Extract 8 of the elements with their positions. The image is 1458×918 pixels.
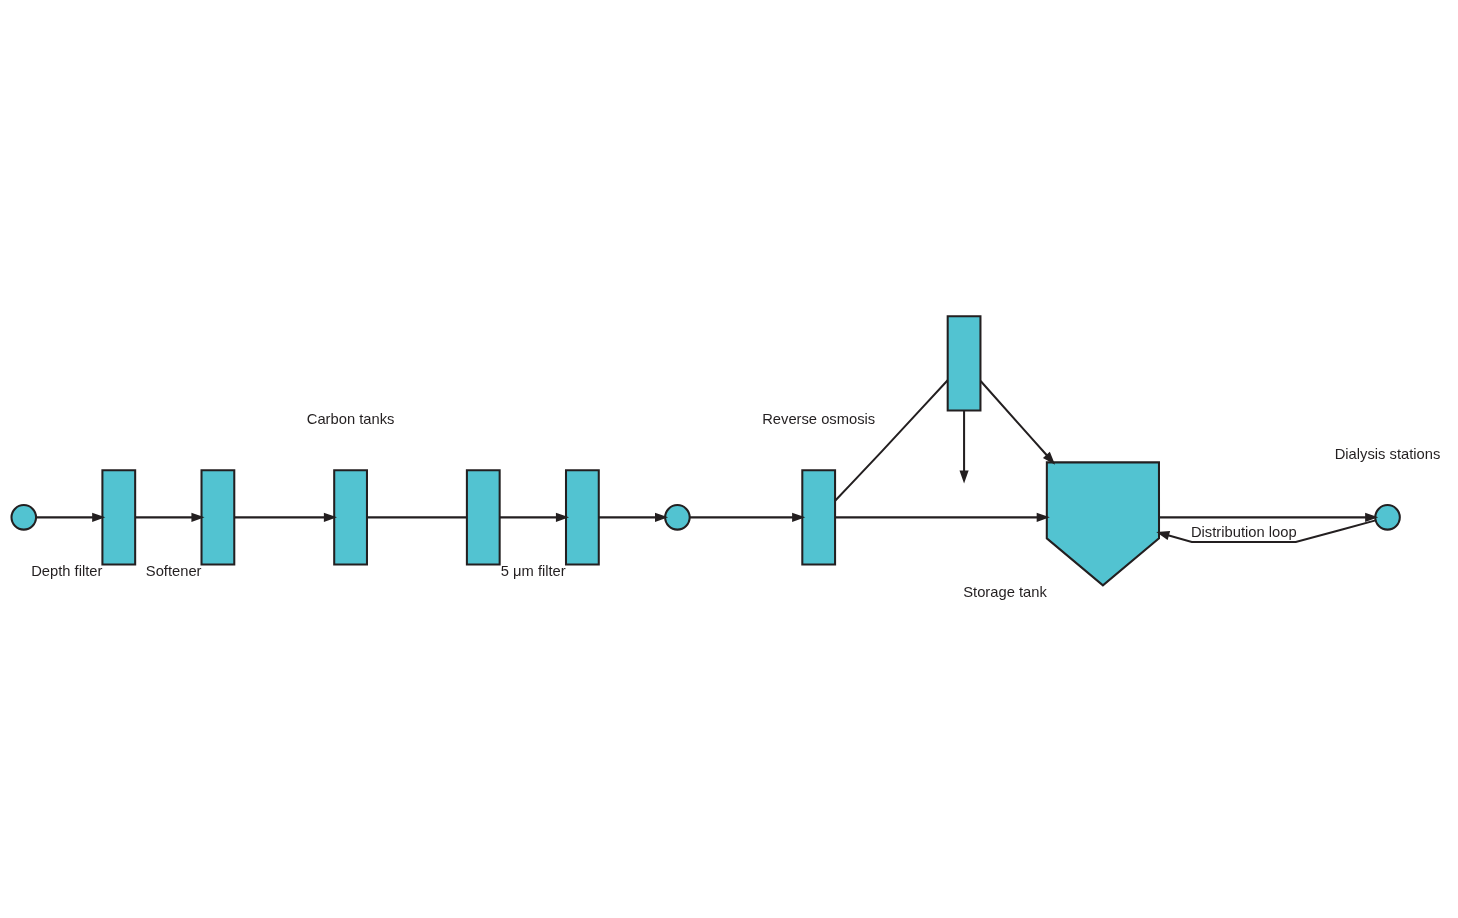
label: Reverse osmosis	[762, 410, 876, 427]
label: Carbon tanks	[306, 410, 395, 427]
node-label: 5 μm filter	[500, 563, 566, 580]
edge-label: Distribution loop	[1190, 524, 1297, 541]
node-label: Storage tank	[963, 584, 1047, 601]
node-label: Depth filter	[31, 563, 103, 580]
label: Dialysis stations	[1334, 445, 1441, 462]
node-label: Softener	[145, 563, 202, 580]
